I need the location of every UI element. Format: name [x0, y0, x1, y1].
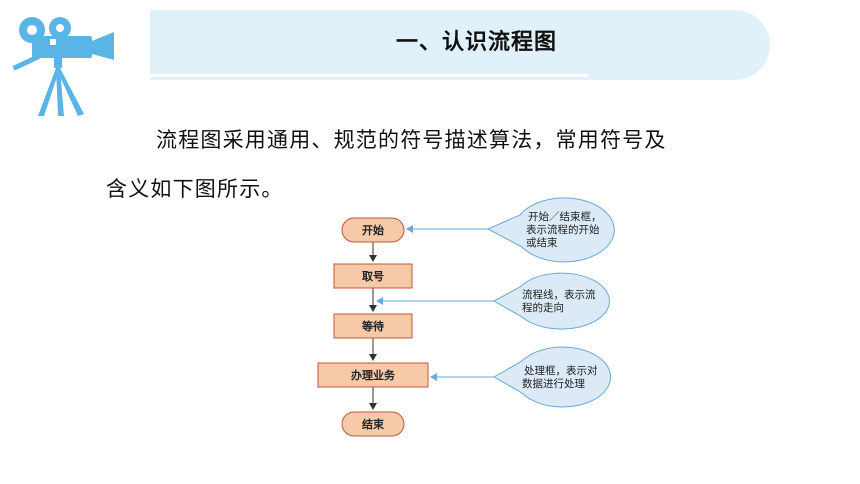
banner-divider: [150, 74, 588, 77]
callout-terminal-bubble: [486, 197, 615, 263]
callout-flowline-bubble: [492, 272, 610, 330]
callout-process-line-1: 处理框，表示对: [524, 364, 598, 377]
step-handle-business-label: 办理业务: [351, 368, 396, 382]
step-handle-business-box: [317, 362, 429, 388]
flowchart-diagram: 开始 取号 等待 办理业务 结束 开始／结束框， 表示流程的开始 或结束 流程线…: [317, 197, 615, 437]
intro-paragraph-line-2: 含义如下图所示。: [106, 177, 284, 201]
callout-terminal-line-1: 开始／结束框，: [528, 210, 602, 223]
callout-terminal-line-3: 或结束: [526, 236, 558, 249]
callout-process-line-2: 数据进行处理: [522, 377, 585, 390]
end-terminal: [341, 411, 405, 437]
intro-paragraph-line-1: 流程图采用通用、规范的符号描述算法，常用符号及: [156, 128, 667, 152]
callout-terminal-line-2: 表示流程的开始: [526, 223, 600, 236]
callout-flowline-line-2: 程的走向: [522, 301, 564, 314]
end-label: 结束: [361, 417, 385, 431]
callout-process-bubble: [492, 346, 612, 408]
movie-camera-icon: [12, 17, 114, 116]
callout-flowline-line-1: 流程线，表示流: [522, 288, 596, 301]
step-take-number-label: 取号: [362, 270, 384, 283]
title-banner: [150, 10, 770, 80]
step-take-number-box: [333, 263, 413, 289]
step-wait-label: 等待: [361, 319, 384, 333]
start-terminal: [341, 217, 405, 243]
step-wait-box: [333, 313, 413, 339]
start-label: 开始: [362, 223, 384, 237]
page-title: 一、认识流程图: [396, 30, 558, 55]
